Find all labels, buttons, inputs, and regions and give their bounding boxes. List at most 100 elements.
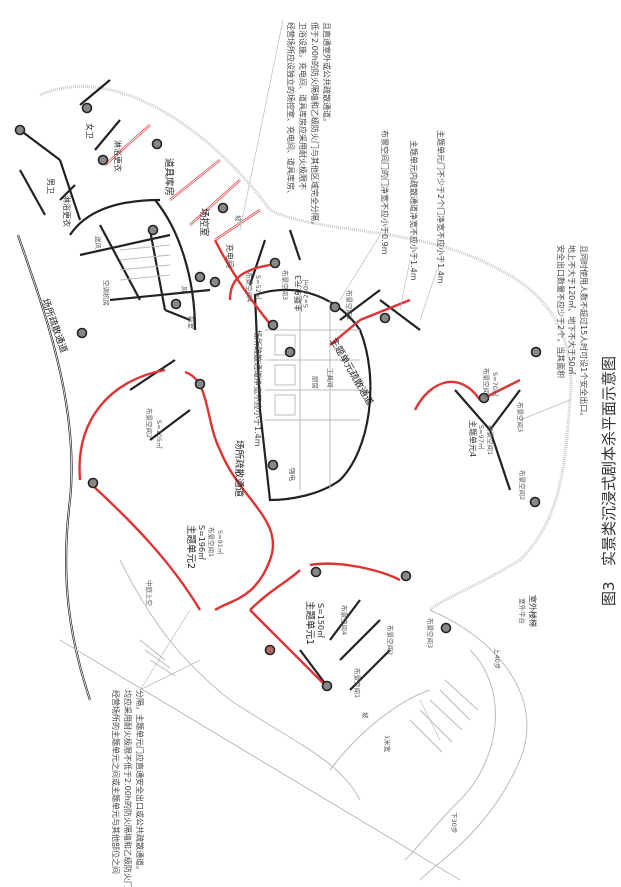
figure-number: 图3	[600, 581, 618, 606]
note-line: 低于2.00h的防火隔墙和乙级防火门与其他区域完全分隔，	[310, 22, 320, 229]
figure-caption: 图3 实景类沉浸式剧本杀平面示意图	[600, 356, 618, 606]
unit-name: 主题单元4	[468, 420, 478, 457]
plan-line	[329, 298, 521, 411]
plan-line	[274, 334, 296, 356]
column-marker	[147, 224, 159, 236]
space-label: 布景空间1	[482, 368, 491, 398]
note-top: 经营场所应设独立的场控室、充电间、道具库房、 卫浴设施，充电间、道具库房应采用耐…	[286, 22, 332, 229]
room-label: 送风	[94, 236, 103, 250]
space-label: 布景空间2	[345, 290, 354, 320]
space-label: 布景空间1	[353, 668, 362, 698]
room-label: 男卫	[46, 178, 55, 194]
figure-title: 实景类沉浸式剧本杀平面示意图	[600, 356, 618, 566]
unit-name: 主题单元2	[185, 525, 197, 569]
leader-lines	[139, 19, 571, 741]
unit-area: S=150㎡	[316, 603, 325, 638]
room-label: 道具库房	[163, 158, 175, 196]
column-marker	[321, 680, 333, 692]
note-unit-corridor: 主题单元内疏散通道净宽不应小于1.4m	[409, 140, 419, 281]
service-walls	[19, 79, 521, 691]
unit-1: 主题单元1 S=150㎡ 布景空间4 布景空间2 布景空间3 布景空间1	[304, 601, 435, 698]
column-marker	[170, 298, 182, 310]
room-label: 室外楼梯	[528, 595, 538, 627]
plan-line	[409, 679, 479, 753]
plan-line	[59, 639, 461, 881]
column-marker	[194, 271, 206, 283]
core-grid	[119, 244, 479, 753]
plan-line	[299, 389, 521, 691]
room-label: 上40步	[493, 648, 502, 670]
space-label: 布景空间1	[486, 425, 495, 455]
space-label: S=105㎡	[155, 420, 164, 449]
space-label: S=91㎡	[216, 530, 225, 555]
note-line: 安全出口数量不应少于2个，当其面积	[556, 245, 566, 378]
space-label: S=70㎡	[491, 372, 500, 397]
plan-line	[274, 394, 296, 416]
note-line: 卫浴设施，充电间、道具库房应采用耐火极限不	[298, 22, 308, 190]
room-label: 场控室	[198, 208, 210, 237]
column-marker	[194, 378, 206, 390]
column-marker	[209, 276, 221, 288]
column-marker	[379, 312, 391, 324]
space-label: 布景空间3	[281, 270, 290, 300]
plan-line	[69, 198, 211, 331]
column-marker	[529, 496, 541, 508]
plan-line	[329, 689, 431, 771]
note-exits: 安全出口数量不应少于2个，当其面积 地上不大于120㎡、地下不大于50㎡ 且同时…	[556, 245, 589, 420]
space-label: 布景空间1	[207, 527, 216, 557]
note-line: 均应采用耐火极限不低于2.00h的防火隔墙和乙级防火门完全	[123, 690, 133, 887]
note-corridor-width: 场所疏散通道净宽不应小于1.4m	[253, 330, 263, 447]
plan-line	[78, 368, 275, 612]
plan-line	[139, 639, 176, 677]
room-label: 强电	[288, 468, 297, 482]
plan-line	[39, 85, 573, 612]
plan-line	[248, 229, 421, 331]
space-label: 布景空间2	[518, 470, 527, 500]
note-door-width: 布景空间门的门净宽不应小于0.9m	[380, 130, 390, 255]
column-marker	[217, 202, 229, 214]
room-label: 坡	[361, 712, 370, 719]
room-label: 下30步	[450, 812, 458, 834]
fire-partitions	[78, 124, 521, 691]
plan-line	[419, 609, 528, 881]
note-line: 地上不大于120㎡、地下不大于50㎡	[567, 245, 577, 374]
note-line: 经营场所的主题单元之间或主题单元与其他部位之间	[111, 690, 121, 874]
building-outline	[16, 85, 573, 881]
room-label: 淋浴更衣	[62, 195, 72, 227]
column-marker	[310, 566, 322, 578]
space-label: 布景空间4	[340, 605, 349, 635]
unit-name: 主题单元1	[304, 601, 316, 645]
room-label: 工具间	[326, 368, 334, 388]
unit-area: S=196㎡	[197, 525, 206, 560]
room-label: 风	[180, 286, 188, 293]
space-label: S=52㎡	[254, 275, 263, 300]
plan-line	[104, 124, 261, 241]
plan-line	[19, 79, 121, 221]
column-marker	[76, 327, 88, 339]
unit-4: 主题单元4 S=97㎡ 布景空间1 布景空间3 布景空间2 布景空间1 S=70…	[468, 368, 527, 500]
room-label: 淋浴更衣	[113, 140, 123, 172]
column-marker	[440, 622, 452, 634]
column-marker	[400, 570, 412, 582]
column-marker	[478, 392, 490, 404]
space-label: 布景空间3	[426, 618, 435, 648]
space-label: 布景空间2	[386, 625, 395, 655]
room-label: 厨房	[311, 376, 320, 389]
note-unit-doors: 主题单元门不少于2个门净宽不应小于1.4m	[436, 130, 446, 284]
room-label: 中庭上空	[145, 580, 154, 607]
plan-line	[119, 244, 360, 490]
plan-line	[228, 263, 271, 301]
plan-line	[119, 559, 361, 801]
column-marker	[14, 124, 26, 136]
plan-line	[139, 19, 571, 741]
columns	[14, 102, 542, 692]
room-label: 前室	[187, 316, 196, 330]
room-label: 女卫	[85, 123, 95, 139]
column-marker	[269, 257, 281, 269]
note-line: 经营场所应设独立的场控室、充电间、道具库房、	[286, 22, 296, 198]
note-line: 且直通室外或公共疏散通道。	[322, 22, 332, 126]
note-line: 分隔，主题单元门应直通安全出口或公共疏散通道。	[135, 690, 145, 874]
unit-area: S=260㎡	[301, 279, 310, 308]
unit-3: 布景空间4 S=52㎡ 布景空间3 主题单元3 S=260㎡ 布景空间2	[245, 270, 354, 320]
